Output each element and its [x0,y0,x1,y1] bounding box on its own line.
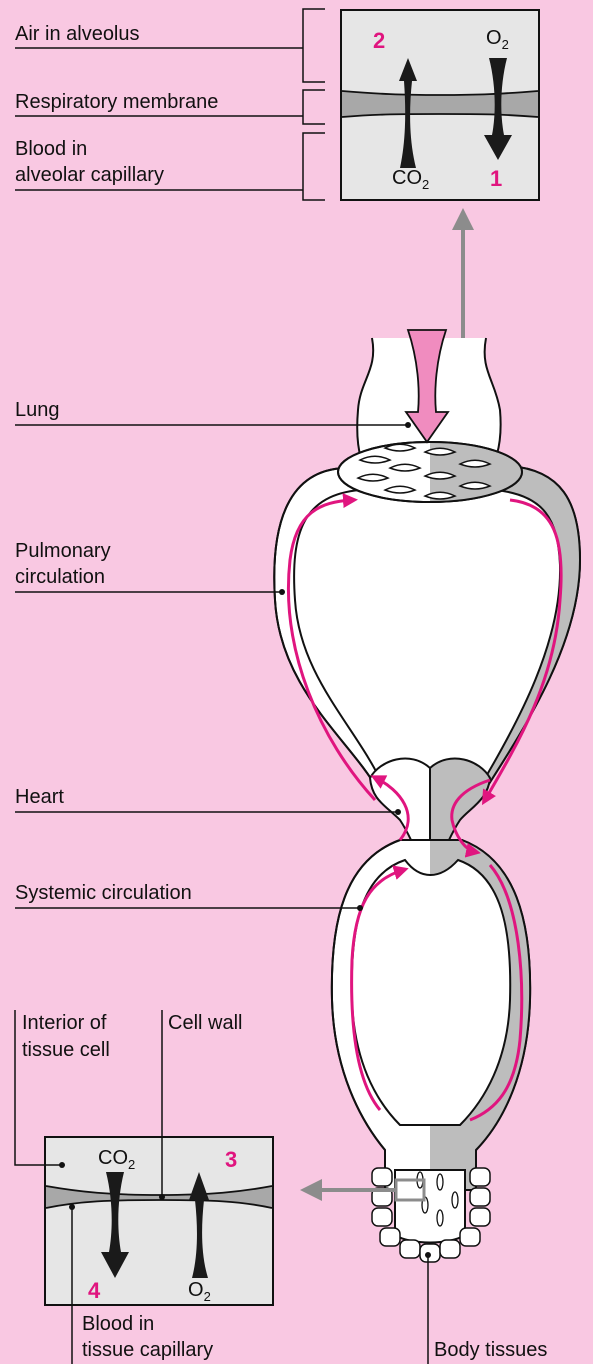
tissue-inset-box [45,1137,273,1305]
label-blood-tissue-2: tissue capillary [82,1339,213,1361]
pointer-arrowhead-up [452,208,474,230]
label-cell-wall: Cell wall [168,1012,242,1034]
label-interior-tissue-1: Interior of [22,1012,107,1034]
tissue-inset: 3 4 CO2 O2 [45,1137,273,1305]
pointer-arrowhead-left [300,1179,322,1201]
label-body-tissues: Body tissues [434,1339,547,1361]
label-blood-alveolar-1: Blood in [15,138,87,160]
bracket-air [15,9,325,82]
label-pulmonary-2: circulation [15,566,105,588]
step-3-label: 3 [225,1147,237,1172]
label-systemic-circulation: Systemic circulation [15,882,192,904]
label-interior-tissue-2: tissue cell [22,1039,110,1061]
label-pulmonary-1: Pulmonary [15,540,111,562]
circulation-loop [274,330,580,1262]
step-2-label: 2 [373,28,385,53]
label-blood-alveolar-2: alveolar capillary [15,164,164,186]
label-respiratory-membrane: Respiratory membrane [15,91,218,113]
label-heart: Heart [15,786,64,808]
step-4-label: 4 [88,1278,101,1303]
alveolus-inset: 2 1 O2 CO2 [341,10,539,200]
step-1-label: 1 [490,166,502,191]
label-blood-tissue-1: Blood in [82,1313,154,1335]
label-air-in-alveolus: Air in alveolus [15,23,140,45]
systemic-inner [352,860,510,1125]
label-lung: Lung [15,399,60,421]
